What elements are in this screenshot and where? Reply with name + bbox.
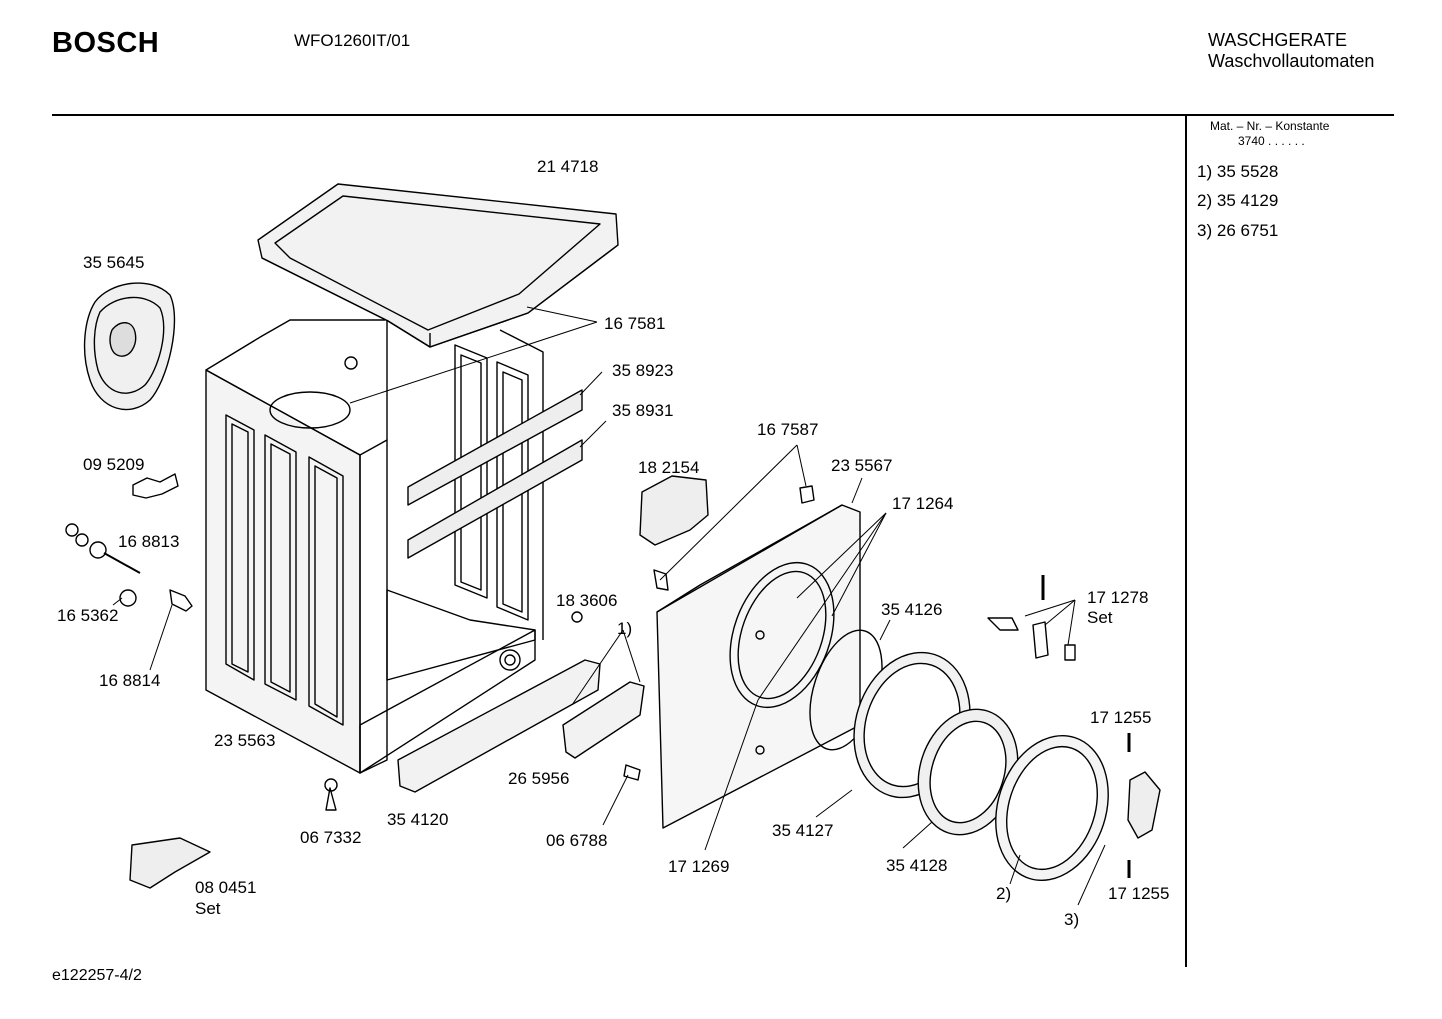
label-handle-bottom: 17 1255 [1108, 884, 1169, 903]
label-clip-b: 16 7587 [757, 420, 818, 439]
rails-drawing [407, 389, 583, 559]
hinge-drawing [987, 575, 1131, 878]
label-foot: 06 7332 [300, 828, 361, 847]
label-bolt-a: 16 8813 [118, 532, 179, 551]
label-ref1: 1) [617, 619, 632, 638]
label-plug: 18 3606 [556, 591, 617, 610]
label-housing: 23 5563 [214, 731, 275, 750]
label-plinth: 35 4120 [387, 810, 448, 829]
top-cover-drawing [257, 183, 619, 348]
document-id: e122257-4/2 [52, 967, 142, 984]
label-front-parts: 17 1269 [668, 857, 729, 876]
legend-item: 2) 35 4129 [1197, 191, 1278, 211]
label-rail-lower: 35 8931 [612, 401, 673, 420]
label-front-panel: 23 5567 [831, 456, 892, 475]
legend-part: 35 4129 [1216, 191, 1279, 210]
label-rear-panel: 35 5645 [83, 253, 144, 272]
model-number: WFO1260IT/01 [294, 31, 411, 50]
plinth-drawing [397, 611, 645, 793]
brand-logo: BOSCH [52, 27, 160, 59]
mat-nr-label: Mat. – Nr. – Konstante [1210, 119, 1330, 133]
legend-part: 26 6751 [1216, 221, 1279, 240]
label-cap: 16 5362 [57, 606, 118, 625]
category-title: WASCHGERATE [1208, 30, 1348, 50]
label-switch: 06 6788 [546, 831, 607, 850]
label-front-strip: 26 5956 [508, 769, 569, 788]
mat-nr-value: 3740 . . . . . . [1238, 134, 1305, 148]
label-ref2: 2) [996, 884, 1011, 903]
rear-panel-drawing [83, 282, 176, 411]
small-parts-left [65, 473, 338, 889]
legend-key: 3) [1197, 221, 1213, 240]
label-hinge: 17 1278 [1087, 588, 1148, 607]
label-handle-top: 17 1255 [1090, 708, 1151, 727]
label-rail-upper: 35 8923 [612, 361, 673, 380]
label-inner-frame: 35 4127 [772, 821, 833, 840]
housing-drawing [205, 319, 544, 774]
door-rings-drawing [809, 629, 1161, 882]
label-door-lock: 18 2154 [638, 458, 699, 477]
category-subtitle: Waschvollautomaten [1208, 51, 1375, 71]
label-bracket-set: Set [195, 899, 221, 918]
legend-item: 1) 35 5528 [1197, 162, 1278, 182]
label-bolt-b: 16 8814 [99, 671, 160, 690]
label-door-glass: 35 4128 [886, 856, 947, 875]
header-divider [52, 114, 1394, 116]
label-bracket: 08 0451 [195, 878, 256, 897]
side-divider [1185, 116, 1187, 967]
label-clip-a: 16 7581 [604, 314, 665, 333]
label-ref3: 3) [1064, 910, 1079, 929]
legend-item: 3) 26 6751 [1197, 221, 1278, 241]
legend-key: 2) [1197, 191, 1213, 210]
door-lock-drawing [639, 475, 815, 591]
legend-part: 35 5528 [1216, 162, 1279, 181]
label-hinge-set: Set [1087, 608, 1113, 627]
leader-lines [112, 306, 1106, 906]
label-gasket-ring: 35 4126 [881, 600, 942, 619]
label-spring: 17 1264 [892, 494, 953, 513]
label-clamp: 09 5209 [83, 455, 144, 474]
label-top-cover: 21 4718 [537, 157, 598, 176]
legend-key: 1) [1197, 162, 1213, 181]
